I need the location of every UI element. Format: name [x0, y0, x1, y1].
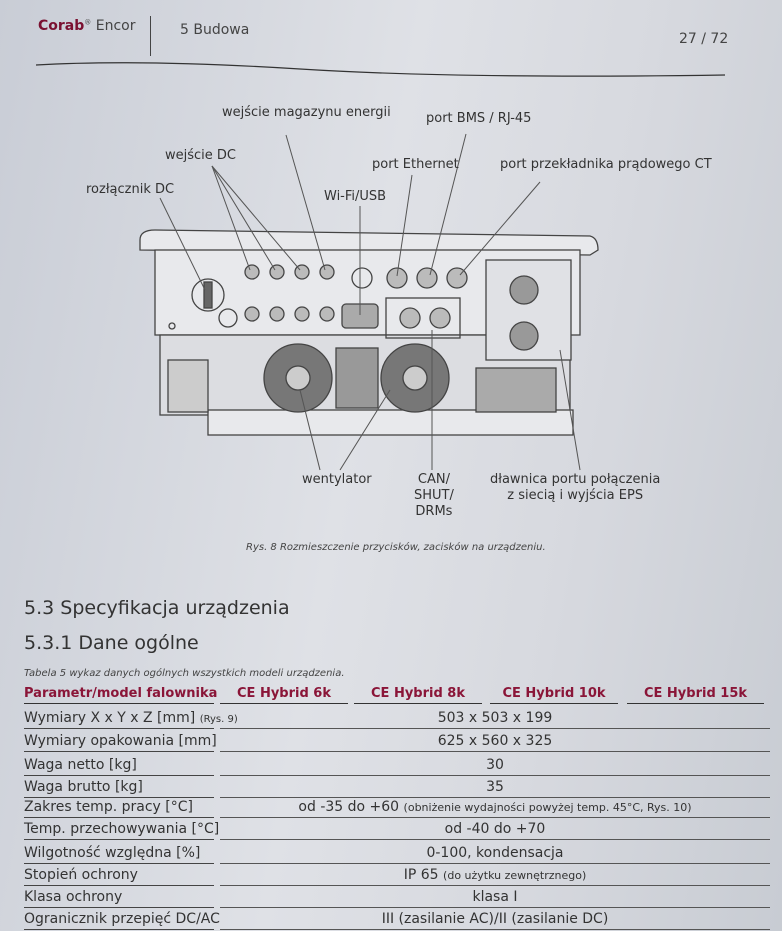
callout-dc-switch: rozłącznik DC: [86, 182, 175, 197]
table-row-value: 0-100, kondensacja: [220, 843, 770, 864]
row-value-note: (do użytku zewnętrznego): [443, 869, 587, 882]
table-row-label: Waga brutto [kg]: [24, 777, 214, 798]
callout-can: CAN/: [417, 472, 450, 487]
row-value-text: 625 x 560 x 325: [437, 733, 553, 749]
logo-brand: Corab: [38, 18, 85, 34]
callout-gland-line2: z siecią i wyjścia EPS: [507, 488, 644, 503]
row-value-text: klasa I: [472, 889, 518, 905]
table-row-value: od -35 do +60 (obniżenie wydajności powy…: [220, 797, 770, 818]
table-row-value: 35: [220, 777, 770, 798]
heading-specification: 5.3 Specyfikacja urządzenia: [24, 597, 290, 619]
callout-cable-gland: dławnica portu połączenia z siecią i wyj…: [490, 472, 660, 504]
table-row-value: III (zasilanie AC)/II (zasilanie DC): [220, 909, 770, 930]
callout-energy-storage-input: wejście magazynu energii: [222, 105, 391, 120]
table-header-model: CE Hybrid 10k: [490, 686, 618, 704]
row-value-text: 0-100, kondensacja: [426, 845, 564, 861]
page-number: 27 / 72: [679, 31, 729, 47]
callout-bms-port: port BMS / RJ-45: [426, 111, 532, 126]
brand-logo: Corab® Encor: [38, 18, 136, 34]
row-label-text: Wymiary opakowania [mm]: [24, 733, 217, 749]
table-row-label: Zakres temp. pracy [°C]: [24, 797, 214, 818]
row-label-text: Stopień ochrony: [24, 867, 138, 883]
callout-fan: wentylator: [302, 472, 372, 487]
figure-caption: Rys. 8 Rozmieszczenie przycisków, zacisk…: [246, 542, 546, 553]
row-label-text: Ogranicznik przepięć DC/AC: [24, 911, 220, 927]
callout-shut: SHUT/: [414, 488, 454, 503]
row-value-note: (obniżenie wydajności powyżej temp. 45°C…: [403, 801, 692, 814]
row-label-text: Wymiary X x Y x Z [mm]: [24, 710, 196, 726]
logo-product: Encor: [95, 18, 136, 34]
table-row-label: Wymiary X x Y x Z [mm] (Rys. 9): [24, 708, 238, 729]
table-row-label: Ogranicznik przepięć DC/AC: [24, 909, 220, 930]
table-row-label: Klasa ochrony: [24, 887, 214, 908]
row-label-text: Waga brutto [kg]: [24, 779, 143, 795]
table-row-value: klasa I: [220, 887, 770, 908]
callout-drms: DRMs: [415, 504, 453, 519]
header-divider: [150, 16, 151, 56]
table-row-value: 30: [220, 755, 770, 776]
table-header-model: CE Hybrid 15k: [627, 686, 764, 704]
table-caption: Tabela 5 wykaz danych ogólnych wszystkic…: [24, 668, 345, 679]
callout-gland-line1: dławnica portu połączenia: [490, 472, 661, 487]
table-header-model: CE Hybrid 8k: [354, 686, 482, 704]
table-header-model: CE Hybrid 6k: [220, 686, 348, 704]
table-row-value: od -40 do +70: [220, 819, 770, 840]
heading-general-data: 5.3.1 Dane ogólne: [24, 632, 199, 654]
table-row-label: Stopień ochrony: [24, 865, 214, 886]
callout-dc-input: wejście DC: [165, 148, 236, 163]
row-value-text: 30: [486, 757, 504, 773]
row-label-text: Waga netto [kg]: [24, 757, 137, 773]
callout-wifi-usb: Wi-Fi/USB: [324, 189, 387, 204]
table-row-value: 625 x 560 x 325: [220, 731, 770, 752]
row-label-note: (Rys. 9): [199, 714, 238, 725]
callout-ethernet-port: port Ethernet: [372, 157, 459, 172]
row-value-text: od -35 do +60: [298, 799, 400, 815]
row-label-text: Temp. przechowywania [°C]: [24, 821, 220, 837]
row-value-text: III (zasilanie AC)/II (zasilanie DC): [381, 911, 609, 927]
table-row-label: Wilgotność względna [%]: [24, 843, 214, 864]
table-row-label: Waga netto [kg]: [24, 755, 214, 776]
callout-can-shut-drms: CAN/ SHUT/ DRMs: [414, 472, 454, 520]
row-value-text: od -40 do +70: [444, 821, 546, 837]
row-label-text: Klasa ochrony: [24, 889, 123, 905]
table-row-value: 503 x 503 x 199: [220, 708, 770, 729]
row-label-text: Wilgotność względna [%]: [24, 845, 201, 861]
table-header-parameter: Parametr/model falownika: [24, 686, 217, 704]
table-row-value: IP 65 (do użytku zewnętrznego): [220, 865, 770, 886]
inverter-diagram: [139, 133, 599, 471]
row-value-text: 35: [486, 779, 504, 795]
section-title: 5 Budowa: [180, 22, 250, 38]
table-row-label: Wymiary opakowania [mm]: [24, 731, 217, 752]
row-label-text: Zakres temp. pracy [°C]: [24, 799, 193, 815]
row-value-text: 503 x 503 x 199: [437, 710, 553, 726]
table-row-label: Temp. przechowywania [°C]: [24, 819, 219, 840]
row-value-text: IP 65: [403, 867, 439, 883]
header-rule: [35, 62, 726, 77]
callout-ct-port: port przekładnika prądowego CT: [500, 157, 712, 172]
